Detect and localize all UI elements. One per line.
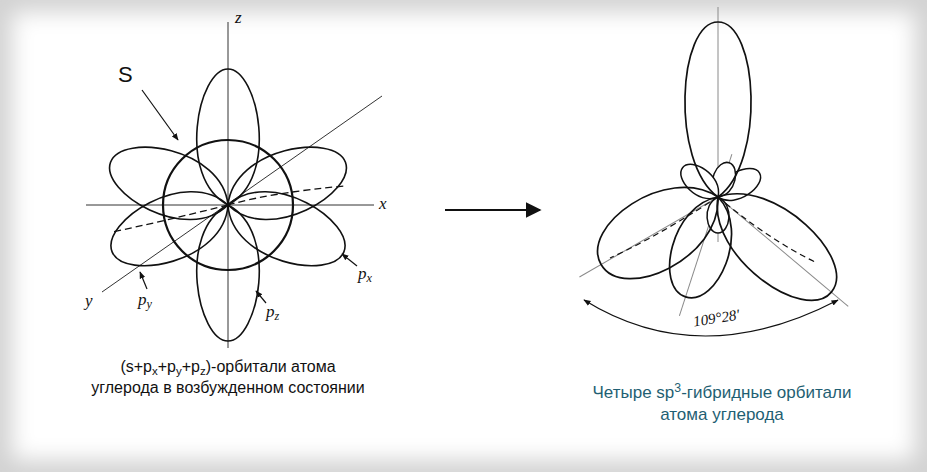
axis-label: y bbox=[85, 291, 93, 311]
transition-arrow bbox=[445, 209, 540, 211]
hybrid-axes bbox=[579, 7, 848, 316]
orbital-label: px bbox=[358, 264, 372, 284]
orbital-label: py bbox=[138, 290, 152, 310]
caption-text: Четыре sp3-гибридные орбитали атома угле… bbox=[570, 382, 874, 426]
hidden-lines bbox=[610, 197, 815, 262]
orbital-label: S bbox=[118, 62, 133, 88]
s-orbital bbox=[163, 140, 293, 270]
hidden-lines bbox=[112, 186, 345, 232]
orbital-label: pz bbox=[266, 302, 279, 322]
axis-label: z bbox=[235, 8, 242, 28]
leader-arrows bbox=[140, 90, 357, 303]
caption-text: (s+px+py+pz)-орбитали атома углерода в в… bbox=[90, 356, 366, 398]
angle-arc bbox=[584, 300, 838, 336]
sp3-lobes bbox=[582, 22, 854, 319]
angle-label: 109°28′ bbox=[689, 305, 744, 330]
axis-label: x bbox=[379, 194, 387, 214]
p-orbitals bbox=[100, 69, 357, 341]
axes bbox=[86, 22, 382, 348]
